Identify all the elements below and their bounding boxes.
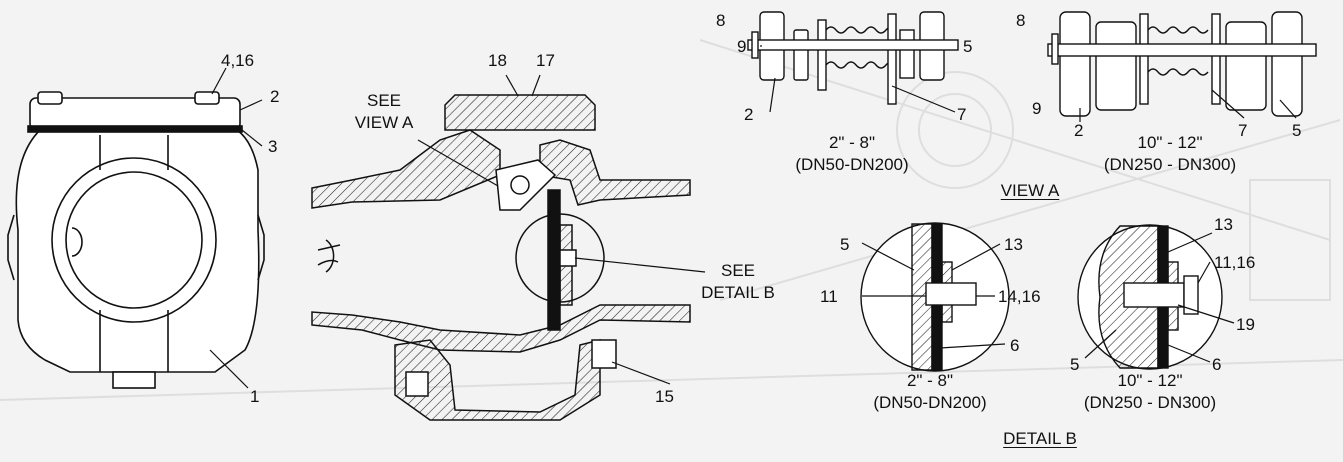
detail-b-small-size-inch: 2" - 8" [906, 371, 954, 390]
view-a-large-callout-9: 9 [1032, 99, 1042, 118]
view-a-small-callout-2: 2 [744, 105, 754, 124]
callout-15: 15 [655, 387, 674, 406]
view-a-small-callout-7: 7 [957, 105, 967, 124]
view-a-small-callout-8: 8 [716, 11, 726, 30]
detail-b-large-size-dn: (DN250 - DN300) [1083, 393, 1217, 412]
see-view-a-label-line2: VIEW A [354, 113, 414, 132]
view-a-large-size-inch: 10" - 12" [1137, 133, 1203, 152]
callout-1: 1 [250, 387, 260, 406]
view-a-large-callout-5: 5 [1292, 121, 1302, 140]
view-a-large-callout-7: 7 [1238, 121, 1248, 140]
callout-18: 18 [488, 51, 507, 70]
view-a-small-size-inch: 2" - 8" [828, 133, 876, 152]
detail-b-large-size-inch: 10" - 12" [1117, 371, 1183, 390]
detail-b-small-size-dn: (DN50-DN200) [873, 393, 987, 412]
view-a-small-assembly [747, 11, 959, 105]
callout-2: 2 [270, 87, 280, 106]
valve-front-view [7, 91, 265, 389]
see-detail-b-label-line2: DETAIL B [701, 283, 775, 302]
callout-17: 17 [536, 51, 555, 70]
detail-b-title: DETAIL B [1003, 429, 1077, 448]
view-a-small-size-dn: (DN50-DN200) [795, 155, 909, 174]
detail-b-small-callout-11: 11 [820, 287, 838, 306]
detail-b-small-assembly [860, 222, 1010, 372]
detail-b-large-callout-13: 13 [1214, 215, 1233, 234]
detail-b-small-callout-6: 6 [1010, 336, 1020, 355]
callout-4-16: 4,16 [221, 51, 255, 70]
view-a-large-callout-8: 8 [1016, 11, 1026, 30]
detail-b-small-callout-5: 5 [840, 235, 850, 254]
detail-b-small-callout-13: 13 [1004, 235, 1023, 254]
view-a-small-callout-5: 5 [963, 37, 973, 56]
view-a-large-size-dn: (DN250 - DN300) [1103, 155, 1237, 174]
view-a-large-callout-2: 2 [1074, 121, 1084, 140]
see-detail-b-label-line1: SEE [720, 261, 756, 280]
see-view-a-label-line1: SEE [366, 91, 402, 110]
detail-b-large-assembly [1077, 224, 1223, 370]
callout-3: 3 [268, 137, 278, 156]
view-a-large-assembly [1047, 11, 1317, 117]
view-a-small-callout-9: 9 [737, 37, 747, 56]
valve-section-view [311, 94, 691, 421]
leader-lines [209, 45, 1297, 389]
detail-b-large-callout-11-16: 11,16 [1214, 253, 1256, 272]
detail-b-small-callout-14-16: 14,16 [998, 287, 1041, 306]
detail-b-large-callout-19: 19 [1236, 315, 1255, 334]
detail-b-large-callout-6: 6 [1212, 355, 1222, 374]
view-a-title: VIEW A [1000, 181, 1060, 200]
detail-b-large-callout-5: 5 [1070, 355, 1080, 374]
